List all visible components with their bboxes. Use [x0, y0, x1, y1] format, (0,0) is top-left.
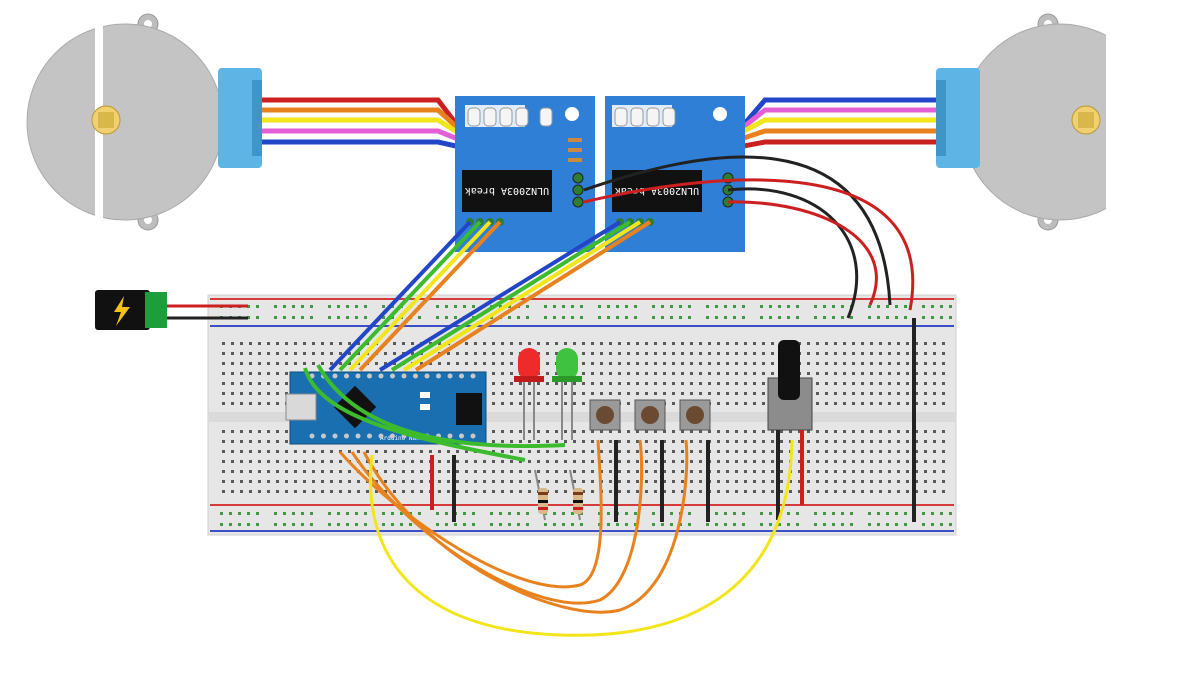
- potentiometer-knob: [778, 340, 800, 400]
- right-stepper-motor: [936, 13, 1166, 235]
- driver-power-wires: [583, 155, 915, 319]
- resistor-1: [534, 469, 548, 521]
- left-motor-connector-cap: [218, 68, 262, 168]
- icsp-header: [456, 393, 482, 425]
- right-motor-connector-cap: [936, 68, 980, 168]
- power-jack: [95, 290, 248, 330]
- potentiometer[interactable]: [767, 340, 813, 520]
- push-button-2[interactable]: [634, 399, 666, 431]
- lightning-bolt-icon: [114, 296, 130, 326]
- right-driver-board: ULN2003A break: [605, 96, 745, 252]
- signal-wires-left-driver: [328, 220, 502, 372]
- push-button-1[interactable]: [589, 399, 621, 431]
- green-led: [552, 348, 582, 440]
- push-button-3[interactable]: [679, 399, 711, 431]
- usb-port: [285, 393, 317, 421]
- center-channel: [208, 412, 956, 422]
- left-chip-label: ULN2003A break: [465, 185, 549, 196]
- left-stepper-motor: [26, 13, 262, 231]
- arduino-label: Arduino Nano: [380, 435, 424, 442]
- potentiometer-signal-wire: [369, 439, 794, 637]
- arduino-nano: Arduino Nano: [285, 371, 487, 445]
- resistor-2: [569, 469, 583, 521]
- red-led: [514, 348, 544, 440]
- signal-wires-right-driver: [378, 220, 652, 372]
- green-jumper-wires: [303, 364, 566, 462]
- rail-jumpers: [430, 318, 916, 522]
- right-chip-label: ULN2003A break: [615, 185, 699, 196]
- button-wires: [338, 439, 689, 614]
